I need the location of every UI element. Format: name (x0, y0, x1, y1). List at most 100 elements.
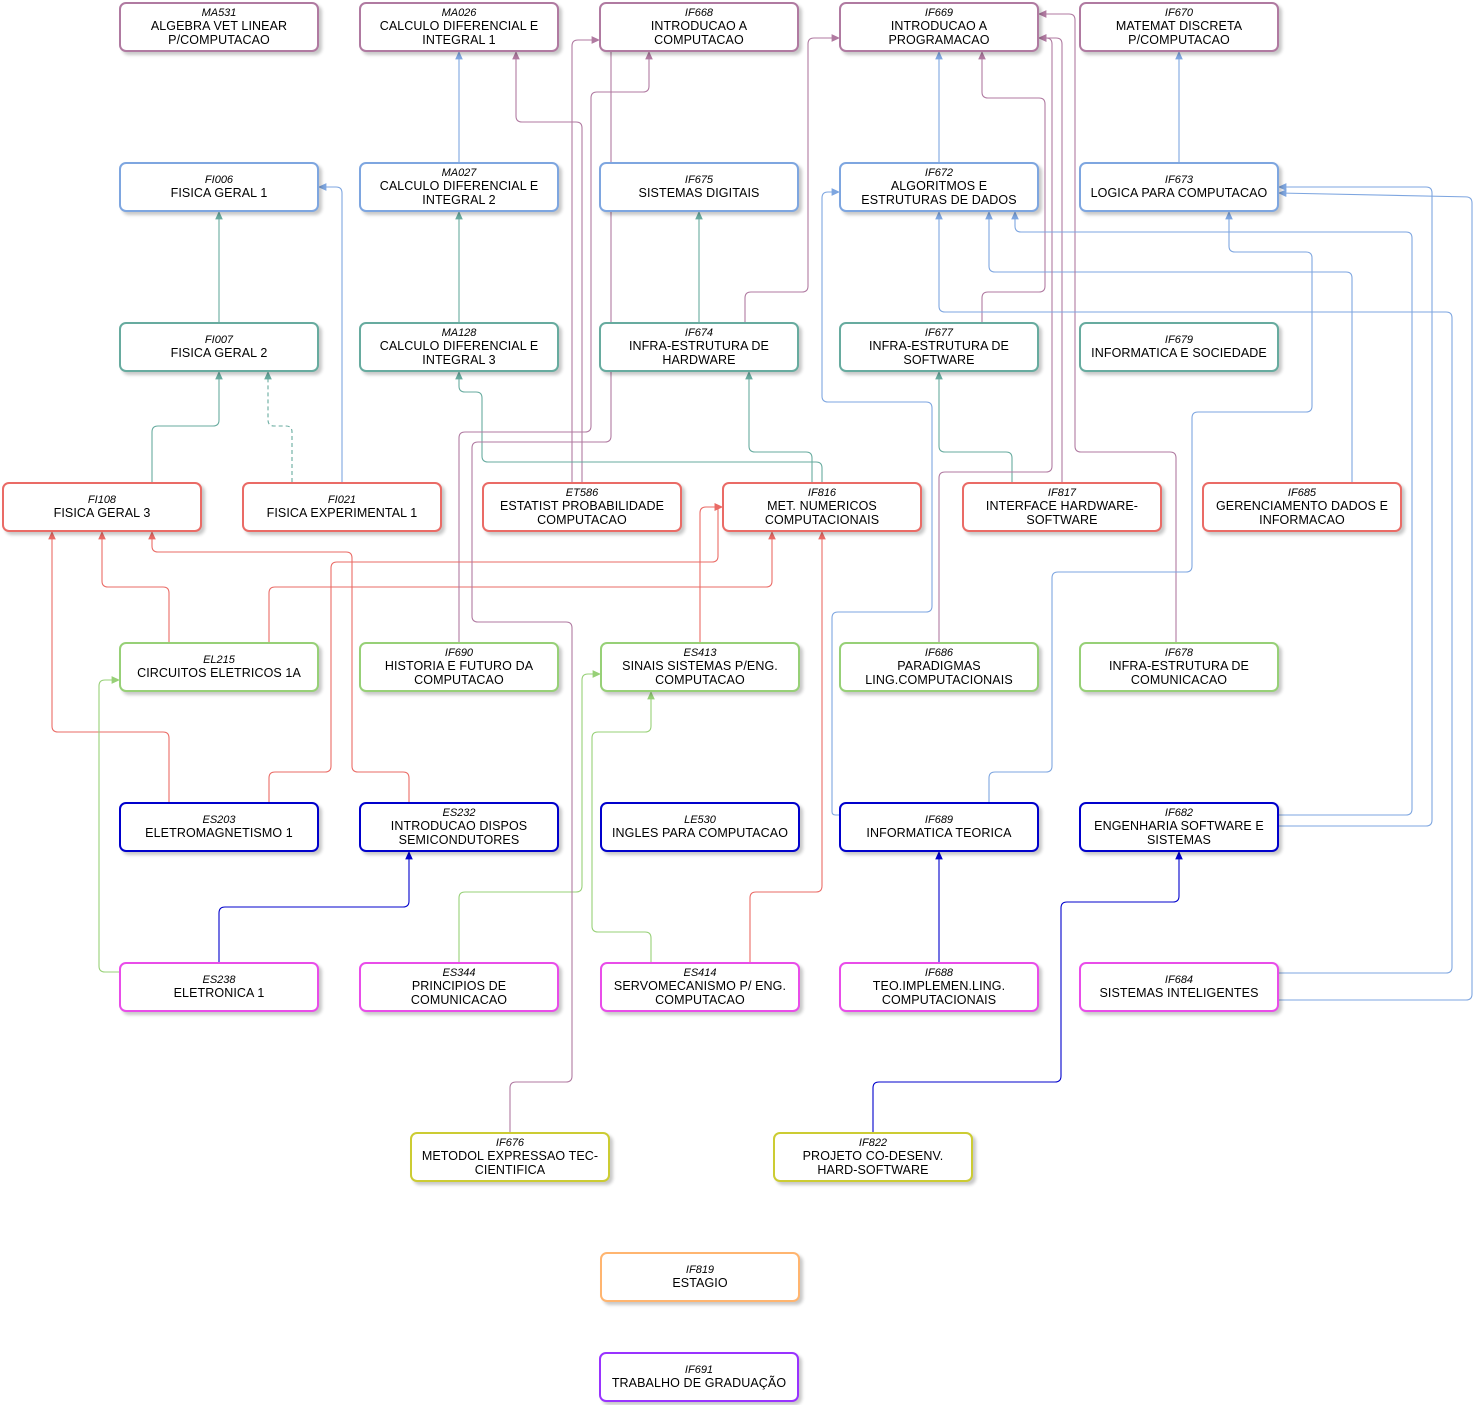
course-title: TRABALHO DE GRADUAÇÃO (611, 1376, 787, 1390)
course-title: TEO.IMPLEMEN.LING. COMPUTACIONAIS (872, 979, 1006, 1007)
course-code: IF674 (684, 327, 714, 339)
course-title: PRINCIPIOS DE COMUNICACAO (410, 979, 508, 1007)
edge-fi021-to-fi007 (267, 372, 293, 482)
arrowhead (1175, 51, 1183, 60)
course-code: MA531 (201, 7, 237, 19)
arrowhead (1038, 34, 1047, 42)
course-title: ALGORITMOS E ESTRUTURAS DE DADOS (861, 179, 1017, 207)
course-title: FISICA GERAL 3 (53, 506, 151, 520)
arrowhead (935, 51, 943, 60)
arrowhead (647, 691, 655, 700)
arrowhead (714, 503, 723, 511)
course-title: METODOL EXPRESSAO TEC-CIENTIFICA (421, 1149, 599, 1177)
course-code: FI007 (204, 334, 234, 346)
course-title: PARADIGMAS LING.COMPUTACIONAIS (865, 659, 1013, 687)
arrowhead (714, 503, 723, 511)
course-code: IF675 (684, 174, 714, 186)
arrowhead (1038, 10, 1047, 18)
arrowhead (111, 676, 120, 684)
course-title: INTERFACE HARDWARE-SOFTWARE (985, 499, 1139, 527)
course-code: EL215 (203, 654, 235, 666)
course-code: ES238 (202, 974, 236, 986)
arrowhead (455, 371, 463, 380)
edge-el215-to-fi108 (101, 532, 170, 642)
arrowhead (48, 531, 56, 540)
arrowhead (985, 211, 993, 220)
arrowhead (215, 211, 223, 220)
course-title: INFRA-ESTRUTURA DE COMUNICACAO (1108, 659, 1249, 687)
arrowhead (935, 371, 943, 380)
course-code: IF685 (1287, 487, 1317, 499)
course-code: IF684 (1164, 974, 1194, 986)
course-title: FISICA GERAL 1 (170, 186, 268, 200)
arrowhead (831, 34, 840, 42)
arrowhead (1038, 34, 1047, 42)
arrowhead (1011, 211, 1019, 220)
course-title: SINAIS SISTEMAS P/ENG. COMPUTACAO (622, 659, 778, 687)
course-title: MATEMAT DISCRETA P/COMPUTACAO (1115, 19, 1243, 47)
course-title: INFORMATICA TEORICA (866, 826, 1012, 840)
course-code: IF670 (1164, 7, 1194, 19)
course-code: IF682 (1164, 807, 1194, 819)
course-code: IF691 (684, 1364, 714, 1376)
course-code: IF689 (924, 814, 954, 826)
course-title: ESTATIST PROBABILIDADE COMPUTACAO (499, 499, 665, 527)
arrowhead (455, 51, 463, 60)
arrowhead (768, 531, 776, 540)
course-code: FI108 (87, 494, 117, 506)
edge-es238-to-es232 (218, 852, 410, 962)
arrowhead (935, 851, 943, 860)
course-title: INTRODUCAO DISPOS SEMICONDUTORES (390, 819, 528, 847)
arrowhead (98, 531, 106, 540)
edge-es413-to-if816 (699, 506, 722, 642)
arrowhead (455, 211, 463, 220)
edge-if816-to-ma128 (458, 372, 823, 482)
edge-fi108-to-fi007 (151, 372, 220, 482)
course-code: IF669 (924, 7, 954, 19)
course-title: ESTAGIO (672, 1276, 728, 1290)
edge-el215-to-if816 (268, 532, 773, 642)
course-code: ES344 (442, 967, 476, 979)
